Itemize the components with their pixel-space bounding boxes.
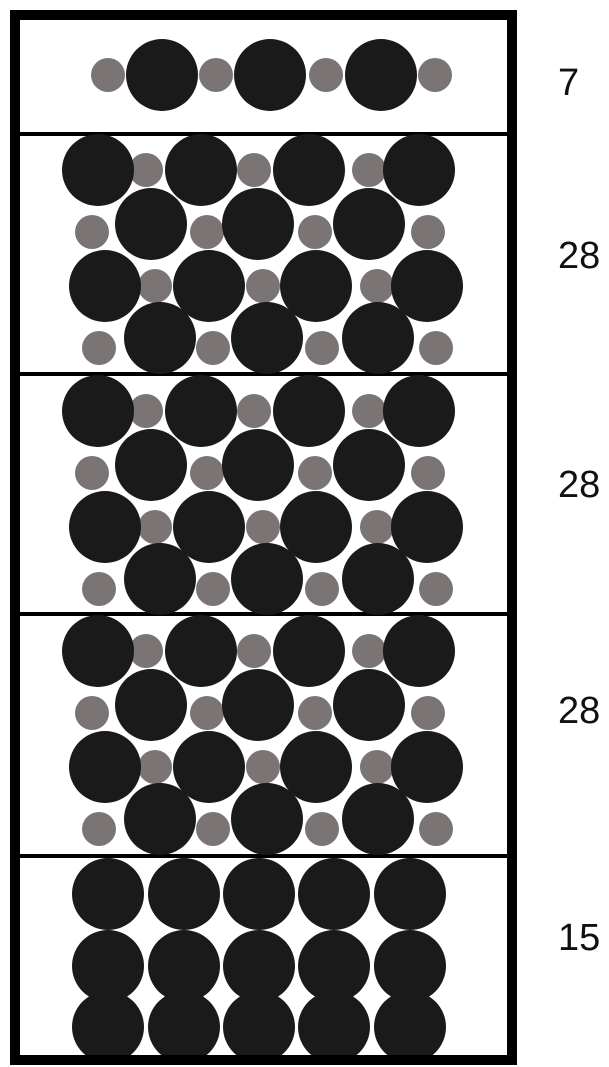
small-atom <box>411 215 445 249</box>
layer-label-3: 28 <box>558 464 600 506</box>
large-atom <box>222 429 294 501</box>
large-atom <box>72 858 144 930</box>
large-atom <box>374 991 446 1063</box>
small-atom <box>309 58 343 92</box>
large-atom <box>222 669 294 741</box>
large-atom <box>124 543 196 615</box>
large-atom <box>231 302 303 374</box>
large-atom <box>342 543 414 615</box>
large-atom <box>165 134 237 206</box>
large-atom <box>148 991 220 1063</box>
large-atom <box>273 134 345 206</box>
large-atom <box>345 39 417 111</box>
small-atom <box>419 331 453 365</box>
small-atom <box>246 750 280 784</box>
large-atom <box>115 429 187 501</box>
small-atom <box>352 394 386 428</box>
layer-label-4: 28 <box>558 690 600 732</box>
small-atom <box>419 812 453 846</box>
small-atom <box>360 269 394 303</box>
small-atom <box>129 634 163 668</box>
small-atom <box>411 696 445 730</box>
large-atom <box>333 669 405 741</box>
large-atom <box>231 783 303 855</box>
small-atom <box>237 634 271 668</box>
layer-label-1: 7 <box>558 62 579 104</box>
large-atom <box>383 615 455 687</box>
large-atom <box>69 250 141 322</box>
large-atom <box>223 991 295 1063</box>
large-atom <box>148 858 220 930</box>
large-atom <box>69 731 141 803</box>
small-atom <box>352 634 386 668</box>
large-atom <box>298 858 370 930</box>
large-atom <box>124 302 196 374</box>
large-atom <box>383 375 455 447</box>
large-atom <box>298 991 370 1063</box>
large-atom <box>234 39 306 111</box>
large-atom <box>115 669 187 741</box>
small-atom <box>190 215 224 249</box>
large-atom <box>126 39 198 111</box>
small-atom <box>360 750 394 784</box>
large-atom <box>62 615 134 687</box>
large-atom <box>69 491 141 563</box>
large-atom <box>231 543 303 615</box>
large-atom <box>124 783 196 855</box>
small-atom <box>298 215 332 249</box>
small-atom <box>75 696 109 730</box>
small-atom <box>190 696 224 730</box>
small-atom <box>411 456 445 490</box>
layer-label-5: 15 <box>558 917 600 959</box>
large-atom <box>342 783 414 855</box>
small-atom <box>129 153 163 187</box>
large-atom <box>223 858 295 930</box>
large-atom <box>222 188 294 260</box>
large-atom <box>342 302 414 374</box>
small-atom <box>199 58 233 92</box>
small-atom <box>305 331 339 365</box>
small-atom <box>352 153 386 187</box>
small-atom <box>82 572 116 606</box>
small-atom <box>138 750 172 784</box>
small-atom <box>138 269 172 303</box>
small-atom <box>91 58 125 92</box>
small-atom <box>237 153 271 187</box>
small-atom <box>419 572 453 606</box>
layer-label-2: 28 <box>558 235 600 277</box>
large-atom <box>115 188 187 260</box>
small-atom <box>196 331 230 365</box>
small-atom <box>305 812 339 846</box>
large-atom <box>383 134 455 206</box>
large-atom <box>165 615 237 687</box>
small-atom <box>75 215 109 249</box>
small-atom <box>196 572 230 606</box>
small-atom <box>360 510 394 544</box>
small-atom <box>298 696 332 730</box>
large-atom <box>273 615 345 687</box>
large-atom <box>72 991 144 1063</box>
large-atom <box>333 429 405 501</box>
small-atom <box>129 394 163 428</box>
small-atom <box>138 510 172 544</box>
large-atom <box>62 134 134 206</box>
small-atom <box>196 812 230 846</box>
small-atom <box>75 456 109 490</box>
small-atom <box>82 331 116 365</box>
small-atom <box>237 394 271 428</box>
small-atom <box>190 456 224 490</box>
small-atom <box>418 58 452 92</box>
large-atom <box>333 188 405 260</box>
large-atom <box>62 375 134 447</box>
large-atom <box>165 375 237 447</box>
small-atom <box>246 510 280 544</box>
small-atom <box>246 269 280 303</box>
small-atom <box>305 572 339 606</box>
large-atom <box>273 375 345 447</box>
large-atom <box>374 858 446 930</box>
small-atom <box>82 812 116 846</box>
small-atom <box>298 456 332 490</box>
